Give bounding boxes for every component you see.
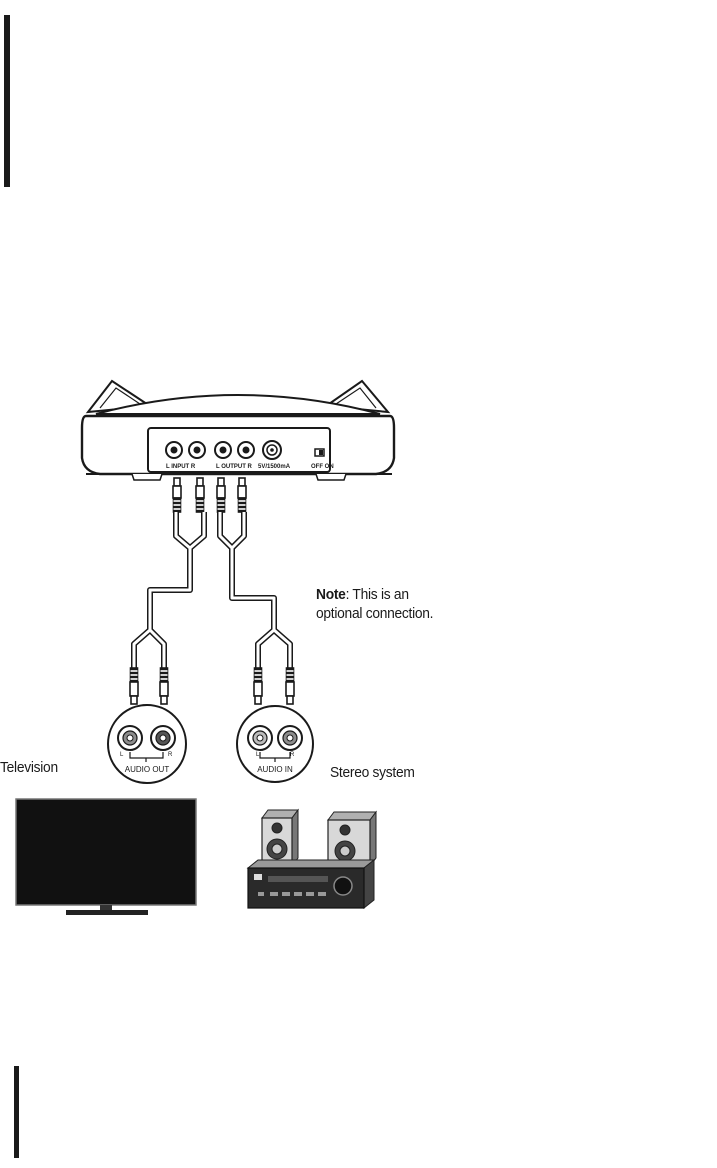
device-plugs bbox=[130, 668, 294, 704]
audio-in-label: AUDIO IN bbox=[257, 765, 293, 774]
cable-to-television bbox=[134, 512, 204, 668]
base-switch-label: OFF ON bbox=[311, 464, 334, 470]
note-text: Note: This is an optional connection. bbox=[316, 585, 433, 623]
base-input-label: L INPUT R bbox=[166, 464, 196, 470]
base-jack-input-l bbox=[166, 442, 182, 458]
base-jack-output-r bbox=[238, 442, 254, 458]
note-line-1: Note: This is an bbox=[316, 585, 433, 604]
note-bold-label: Note bbox=[316, 586, 346, 603]
television-icon bbox=[16, 799, 196, 915]
tv-jack-r-label: R bbox=[168, 752, 173, 758]
base-jack-input-r bbox=[189, 442, 205, 458]
note-line-2: optional connection. bbox=[316, 604, 433, 623]
stereo-jack-r-label: R bbox=[290, 752, 295, 758]
base-plugs bbox=[173, 478, 246, 512]
stereo-system-label: Stereo system bbox=[330, 764, 415, 781]
base-jack-dc-power bbox=[263, 441, 281, 459]
television-label: Television bbox=[0, 759, 58, 776]
base-power-switch bbox=[315, 449, 324, 456]
audio-out-label: AUDIO OUT bbox=[125, 765, 170, 774]
base-jack-output-l bbox=[215, 442, 231, 458]
base-output-label: L OUTPUT R bbox=[216, 464, 253, 470]
stereo-system-icon bbox=[248, 810, 376, 908]
cable-to-stereo bbox=[220, 512, 290, 668]
note-line-1-rest: : This is an bbox=[346, 586, 409, 603]
base-dc-label: 5V/1500mA bbox=[258, 464, 291, 470]
